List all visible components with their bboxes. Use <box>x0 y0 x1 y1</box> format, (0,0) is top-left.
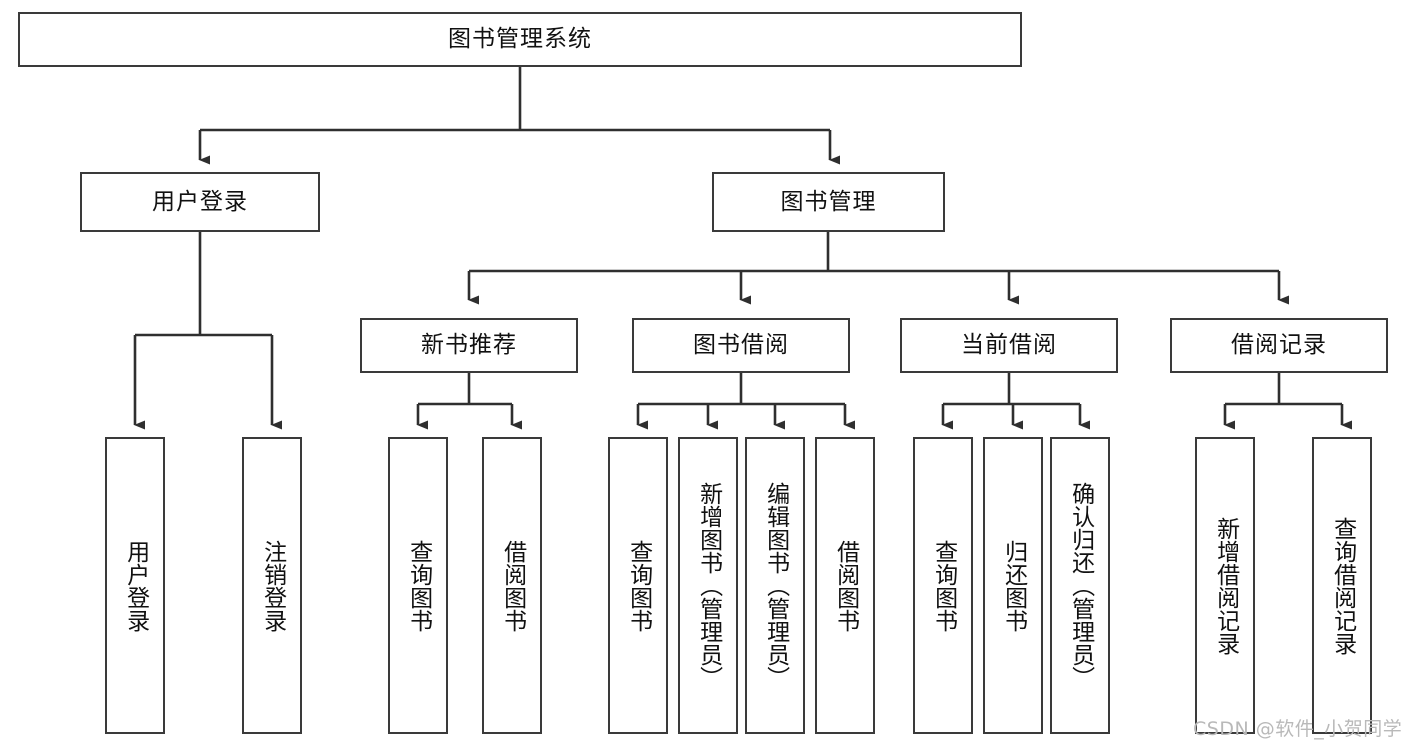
leaf-edit-book[interactable]: 编辑图书（管理员） <box>745 437 805 734</box>
node-root-label: 图书管理系统 <box>448 26 592 52</box>
leaf-user-login[interactable]: 用户登录 <box>105 437 165 734</box>
node-root[interactable]: 图书管理系统 <box>18 12 1022 67</box>
leaf-query-book-1[interactable]: 查询图书 <box>388 437 448 734</box>
leaf-borrow-book-1-label: 借阅图书 <box>499 539 526 632</box>
leaf-confirm-return-label: 确认归还（管理员） <box>1067 482 1094 689</box>
leaf-user-logout-label: 注销登录 <box>259 539 286 632</box>
leaf-query-book-3-label: 查询图书 <box>930 539 957 632</box>
leaf-return-book[interactable]: 归还图书 <box>983 437 1043 734</box>
leaf-query-book-1-label: 查询图书 <box>405 539 432 632</box>
leaf-borrow-book-1[interactable]: 借阅图书 <box>482 437 542 734</box>
node-book-borrow[interactable]: 图书借阅 <box>632 318 850 373</box>
node-borrow-record-label: 借阅记录 <box>1231 332 1327 358</box>
node-user-login[interactable]: 用户登录 <box>80 172 320 232</box>
node-new-book-recommend-label: 新书推荐 <box>421 332 517 358</box>
leaf-add-record[interactable]: 新增借阅记录 <box>1195 437 1255 734</box>
leaf-query-book-3[interactable]: 查询图书 <box>913 437 973 734</box>
leaf-query-book-2-label: 查询图书 <box>625 539 652 632</box>
leaf-edit-book-label: 编辑图书（管理员） <box>762 482 789 689</box>
node-user-login-label: 用户登录 <box>152 188 248 215</box>
leaf-add-book[interactable]: 新增图书（管理员） <box>678 437 738 734</box>
node-current-borrow-label: 当前借阅 <box>961 332 1057 358</box>
leaf-confirm-return[interactable]: 确认归还（管理员） <box>1050 437 1110 734</box>
leaf-borrow-book-2[interactable]: 借阅图书 <box>815 437 875 734</box>
node-current-borrow[interactable]: 当前借阅 <box>900 318 1118 373</box>
node-book-manage[interactable]: 图书管理 <box>712 172 945 232</box>
leaf-user-logout[interactable]: 注销登录 <box>242 437 302 734</box>
leaf-borrow-book-2-label: 借阅图书 <box>832 539 859 632</box>
leaf-add-record-label: 新增借阅记录 <box>1212 516 1239 655</box>
node-borrow-record[interactable]: 借阅记录 <box>1170 318 1388 373</box>
leaf-return-book-label: 归还图书 <box>1000 539 1027 632</box>
leaf-add-book-label: 新增图书（管理员） <box>695 482 722 689</box>
leaf-query-record-label: 查询借阅记录 <box>1329 516 1356 655</box>
node-book-borrow-label: 图书借阅 <box>693 332 789 358</box>
leaf-query-book-2[interactable]: 查询图书 <box>608 437 668 734</box>
node-new-book-recommend[interactable]: 新书推荐 <box>360 318 578 373</box>
csdn-watermark: CSDN @软件_小贺同学 <box>1193 718 1403 740</box>
node-book-manage-label: 图书管理 <box>780 188 877 215</box>
leaf-query-record[interactable]: 查询借阅记录 <box>1312 437 1372 734</box>
leaf-user-login-label: 用户登录 <box>122 539 149 632</box>
